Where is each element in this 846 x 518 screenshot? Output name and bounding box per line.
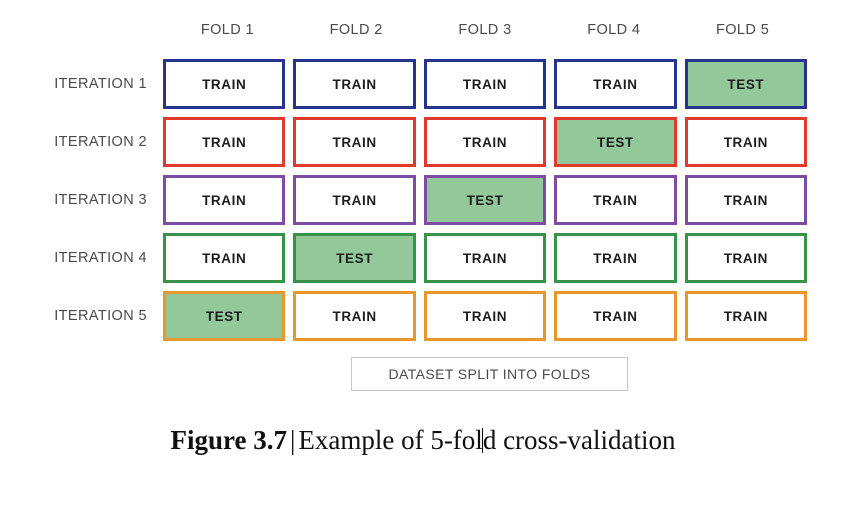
cell-iter5-fold2: TRAIN: [293, 291, 416, 341]
fold-cell-group-1: TRAIN TRAIN TRAIN TRAIN TEST: [163, 59, 808, 109]
figure-caption-text-before: Example of 5-fol: [298, 425, 483, 455]
cell-iter5-fold3: TRAIN: [423, 291, 547, 341]
figure-caption: Figure 3.7|Example of 5-fold cross-valid…: [0, 425, 846, 456]
cell-iter3-fold5: TRAIN: [684, 175, 808, 225]
iteration-label-3: ITERATION 3: [54, 192, 147, 208]
cell-iter1-fold4: TRAIN: [554, 59, 677, 109]
cell-iter3-fold2: TRAIN: [293, 175, 416, 225]
cell-iter4-fold2: TEST: [293, 233, 416, 283]
iteration-row-1: ITERATION 1 TRAIN TRAIN TRAIN TRAIN TEST: [0, 55, 808, 113]
iteration-row-2: ITERATION 2 TRAIN TRAIN TRAIN TEST TRAIN: [0, 113, 808, 171]
cell-iter1-fold1: TRAIN: [163, 59, 286, 109]
iteration-row-5: ITERATION 5 TEST TRAIN TRAIN TRAIN TRAIN: [0, 287, 808, 345]
dataset-split-label-box: DATASET SPLIT INTO FOLDS: [351, 357, 628, 391]
iteration-label-5: ITERATION 5: [54, 308, 147, 324]
cell-iter4-fold4: TRAIN: [554, 233, 677, 283]
cell-iter4-fold5: TRAIN: [684, 233, 808, 283]
cell-iter2-fold1: TRAIN: [163, 117, 286, 167]
iteration-row-3: ITERATION 3 TRAIN TRAIN TEST TRAIN TRAIN: [0, 171, 808, 229]
iteration-label-4: ITERATION 4: [54, 250, 147, 266]
fold-cell-group-2: TRAIN TRAIN TRAIN TEST TRAIN: [163, 117, 808, 167]
cross-validation-diagram: FOLD 1 FOLD 2 FOLD 3 FOLD 4 FOLD 5 ITERA…: [0, 16, 808, 391]
cell-iter3-fold1: TRAIN: [163, 175, 286, 225]
figure-caption-separator: |: [289, 425, 296, 455]
cell-iter1-fold2: TRAIN: [293, 59, 416, 109]
fold-cell-group-5: TEST TRAIN TRAIN TRAIN TRAIN: [163, 291, 808, 341]
iteration-row-4: ITERATION 4 TRAIN TEST TRAIN TRAIN TRAIN: [0, 229, 808, 287]
cell-iter5-fold1: TEST: [163, 291, 286, 341]
fold-header-1: FOLD 1: [200, 22, 254, 38]
iteration-label-2: ITERATION 2: [54, 134, 147, 150]
figure-caption-text-after: d cross-validation: [482, 425, 676, 455]
cell-iter2-fold4: TEST: [554, 117, 677, 167]
fold-cell-group-3: TRAIN TRAIN TEST TRAIN TRAIN: [163, 175, 808, 225]
iteration-label-1: ITERATION 1: [54, 76, 147, 92]
fold-cell-group-4: TRAIN TEST TRAIN TRAIN TRAIN: [163, 233, 808, 283]
cell-iter4-fold3: TRAIN: [423, 233, 547, 283]
iteration-grid: ITERATION 1 TRAIN TRAIN TRAIN TRAIN TEST…: [0, 55, 808, 345]
cell-iter3-fold3: TEST: [423, 175, 547, 225]
cell-iter2-fold2: TRAIN: [293, 117, 416, 167]
cell-iter4-fold1: TRAIN: [163, 233, 286, 283]
cell-iter1-fold5: TEST: [684, 59, 808, 109]
cell-iter2-fold5: TRAIN: [684, 117, 808, 167]
fold-header-5: FOLD 5: [716, 22, 770, 38]
figure-caption-label: Figure 3.7: [170, 425, 287, 455]
cell-iter3-fold4: TRAIN: [554, 175, 677, 225]
fold-header-4: FOLD 4: [587, 22, 641, 38]
fold-header-row: FOLD 1 FOLD 2 FOLD 3 FOLD 4 FOLD 5: [163, 16, 807, 44]
cell-iter5-fold4: TRAIN: [554, 291, 677, 341]
cell-iter1-fold3: TRAIN: [423, 59, 547, 109]
fold-header-3: FOLD 3: [458, 22, 512, 38]
text-cursor: [482, 428, 484, 453]
cell-iter5-fold5: TRAIN: [684, 291, 808, 341]
cell-iter2-fold3: TRAIN: [423, 117, 547, 167]
fold-header-2: FOLD 2: [329, 22, 383, 38]
